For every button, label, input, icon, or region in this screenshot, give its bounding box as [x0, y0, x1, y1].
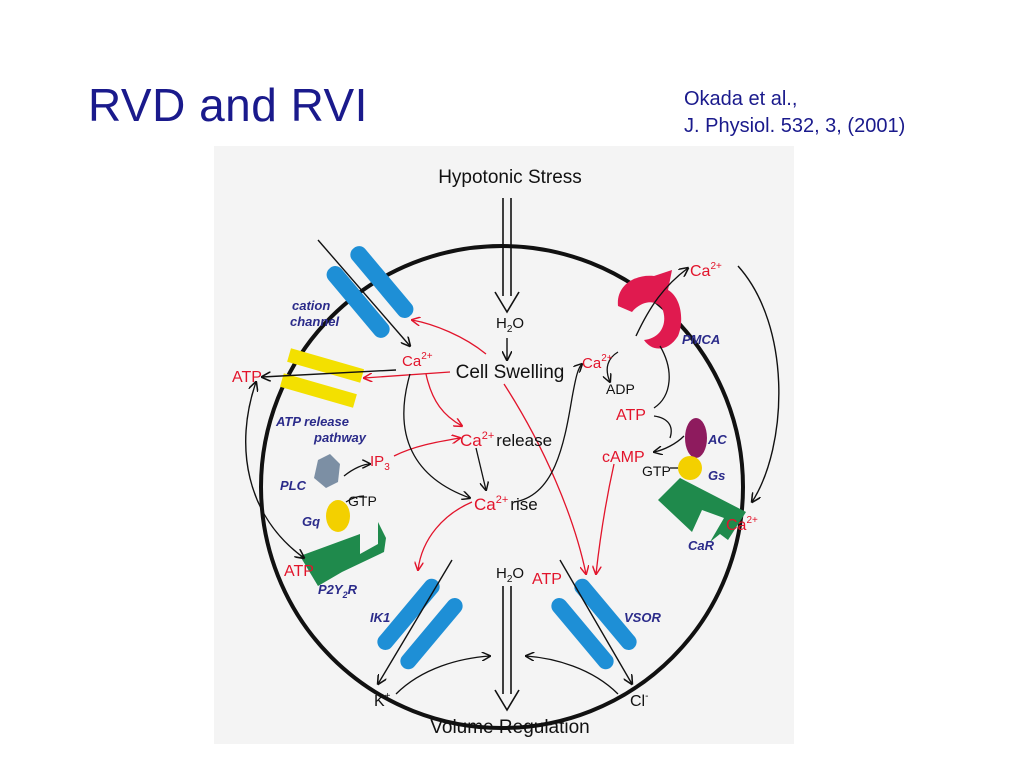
gtp-right-label: GTP: [642, 463, 671, 479]
gs-shape: [678, 456, 702, 480]
atp-release-pathway-label-1: ATP release: [275, 414, 349, 429]
citation-authors: Okada et al.,: [684, 88, 798, 110]
ca-external-label: Ca2+: [690, 261, 722, 280]
cl-ion-label: Cl-: [630, 691, 648, 710]
atp-released-label: ATP: [232, 369, 262, 386]
k-efflux-arrow: [378, 559, 453, 684]
atp-vsor-label: ATP: [532, 571, 562, 588]
h2o-in-label: H2O: [496, 315, 524, 335]
atp-p2y-label: ATP: [284, 563, 314, 580]
gtp-left-label: GTP: [348, 493, 377, 509]
plc-to-ip3-arrow: [343, 464, 370, 477]
cl-return-arrow: [526, 656, 619, 695]
rise-to-ik1-arrow: [418, 501, 473, 570]
gs-label: Gs: [708, 468, 725, 483]
ca-to-rise-arrow: [403, 373, 470, 498]
swelling-to-atp-release-arrow: [364, 371, 451, 378]
car-label: CaR: [688, 538, 715, 553]
ac-camp-arrow: [654, 435, 685, 452]
atp-release-pathway-label-2: pathway: [313, 430, 367, 445]
hypotonic-stress-label: Hypotonic Stress: [438, 167, 582, 188]
ip3-label: IP3: [370, 453, 390, 473]
volume-regulation-arrow: [494, 586, 520, 712]
pmca-label: PMCA: [682, 332, 720, 347]
swelling-to-cation-arrow: [412, 320, 487, 355]
atp-right-label: ATP: [616, 407, 646, 424]
cation-entry-arrow: [317, 239, 410, 346]
cation-channel-shape: [326, 246, 414, 338]
ac-shape: [685, 418, 707, 458]
camp-label: cAMP: [602, 449, 645, 466]
ca-car-label: Ca2+: [726, 515, 758, 534]
ik1-channel-shape: [377, 578, 463, 670]
ca-to-release-arrow: [425, 373, 462, 426]
volume-regulation-label: Volume Regulation: [430, 717, 590, 738]
citation: Okada et al., J. Physiol. 532, 3, (2001): [684, 86, 905, 140]
plc-label: PLC: [280, 478, 307, 493]
atp-to-camp-arrow: [653, 415, 672, 439]
k-ion-label: K+: [374, 691, 391, 710]
camp-to-vsor-arrow: [596, 463, 615, 574]
cell-swelling-label: Cell Swelling: [456, 362, 565, 383]
plc-shape: [314, 454, 340, 488]
p2y2r-shape: [300, 522, 386, 586]
swelling-to-vsor-arrow: [503, 383, 586, 574]
atp-autocrine-arrow: [245, 382, 304, 558]
gtp-gq-arrow: [345, 495, 365, 503]
k-return-arrow: [395, 656, 490, 695]
pmca-efflux-arrow: [635, 268, 688, 337]
ik1-label: IK1: [370, 610, 390, 625]
ca-cation-label: Ca2+: [402, 351, 433, 370]
pmca-atp-to-adp-arrow: [653, 345, 670, 409]
ip3-to-release-arrow: [393, 438, 460, 457]
citation-journal: J. Physiol. 532, 3, (2001): [684, 115, 906, 137]
vsor-channel-shape: [551, 578, 637, 670]
slide-title: RVD and RVI: [88, 79, 368, 131]
adp-label: ADP: [606, 381, 635, 397]
car-shape: [658, 478, 746, 542]
gq-shape: [326, 500, 350, 532]
ca-pmca-label: Ca2+: [582, 353, 613, 372]
external-calcium-loop-arrow: [737, 265, 780, 502]
release-to-rise-arrow: [475, 447, 486, 490]
gq-label: Gq: [302, 514, 320, 529]
ca-rise-label: Ca2+rise: [474, 494, 538, 514]
p2y2r-label: P2Y2R: [318, 582, 358, 600]
atp-release-arrow: [262, 369, 397, 377]
vsor-label: VSOR: [624, 610, 661, 625]
pmca-to-adp-arrow: [607, 351, 619, 382]
svg-text:H2O: H2O: [496, 315, 524, 335]
rvd-rvi-diagram: Hypotonic Stress Volume Regulation H2O C…: [214, 146, 794, 744]
ca-release-label: Ca2+release: [460, 430, 552, 450]
ac-label: AC: [707, 432, 727, 447]
hypotonic-inflow-arrow: [494, 198, 520, 314]
rise-to-ca-pmca-arrow: [513, 364, 582, 503]
h2o-out-label: H2O: [496, 565, 524, 585]
cl-efflux-arrow: [559, 559, 632, 684]
svg-text:H2O: H2O: [496, 565, 524, 585]
cation-channel-label-1: cation: [292, 298, 330, 313]
cation-channel-label-2: channel: [290, 314, 340, 329]
